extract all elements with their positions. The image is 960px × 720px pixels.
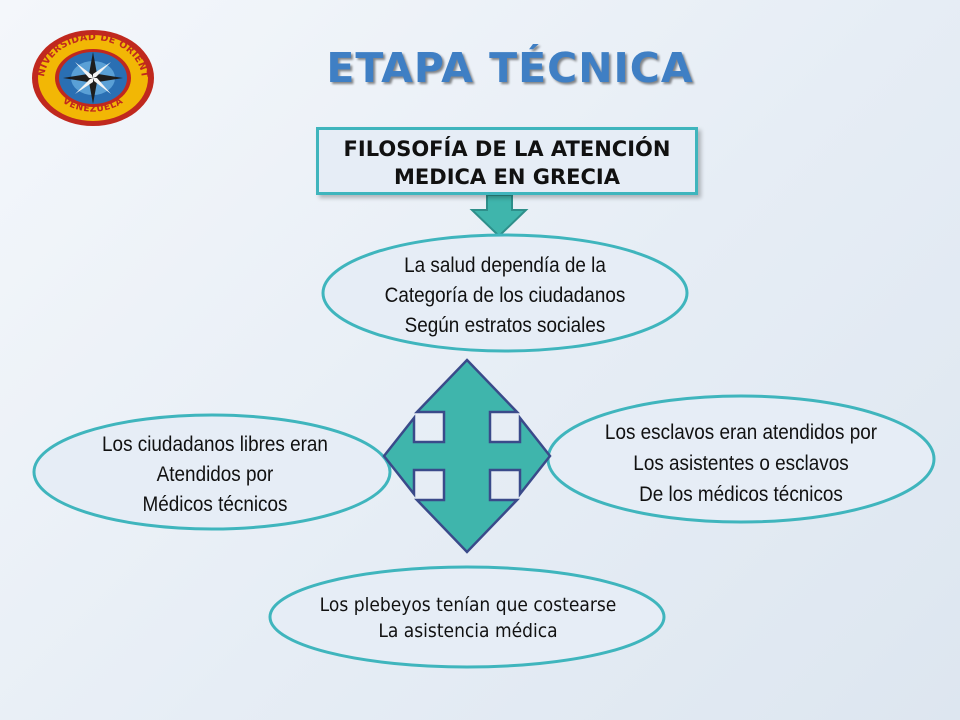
ellipse-top <box>321 233 689 353</box>
ellipse-left <box>32 413 392 531</box>
ellipse-bottom-text: Los plebeyos tenían que costearse La asi… <box>319 594 617 642</box>
ellipse-left-text: Los ciudadanos libres eran Atendidos por… <box>102 433 328 516</box>
topic-box: Filosofía de la atención medica en greci… <box>316 127 698 195</box>
down-arrow <box>469 194 529 238</box>
university-logo: UNIVERSIDAD DE ORIENTE VENEZUELA <box>30 28 154 126</box>
topic-box-text: Filosofía de la atención medica en greci… <box>343 137 671 189</box>
ellipse-right-text: Los esclavos eran atendidos por Los asis… <box>604 421 878 506</box>
four-way-arrow <box>382 358 552 554</box>
ellipse-top-text: La salud dependía de la Categoría de los… <box>384 254 626 337</box>
ellipse-bottom <box>268 565 666 669</box>
page-title: ETAPA TÉCNICA <box>326 44 694 92</box>
compass-rose-icon <box>63 52 123 104</box>
